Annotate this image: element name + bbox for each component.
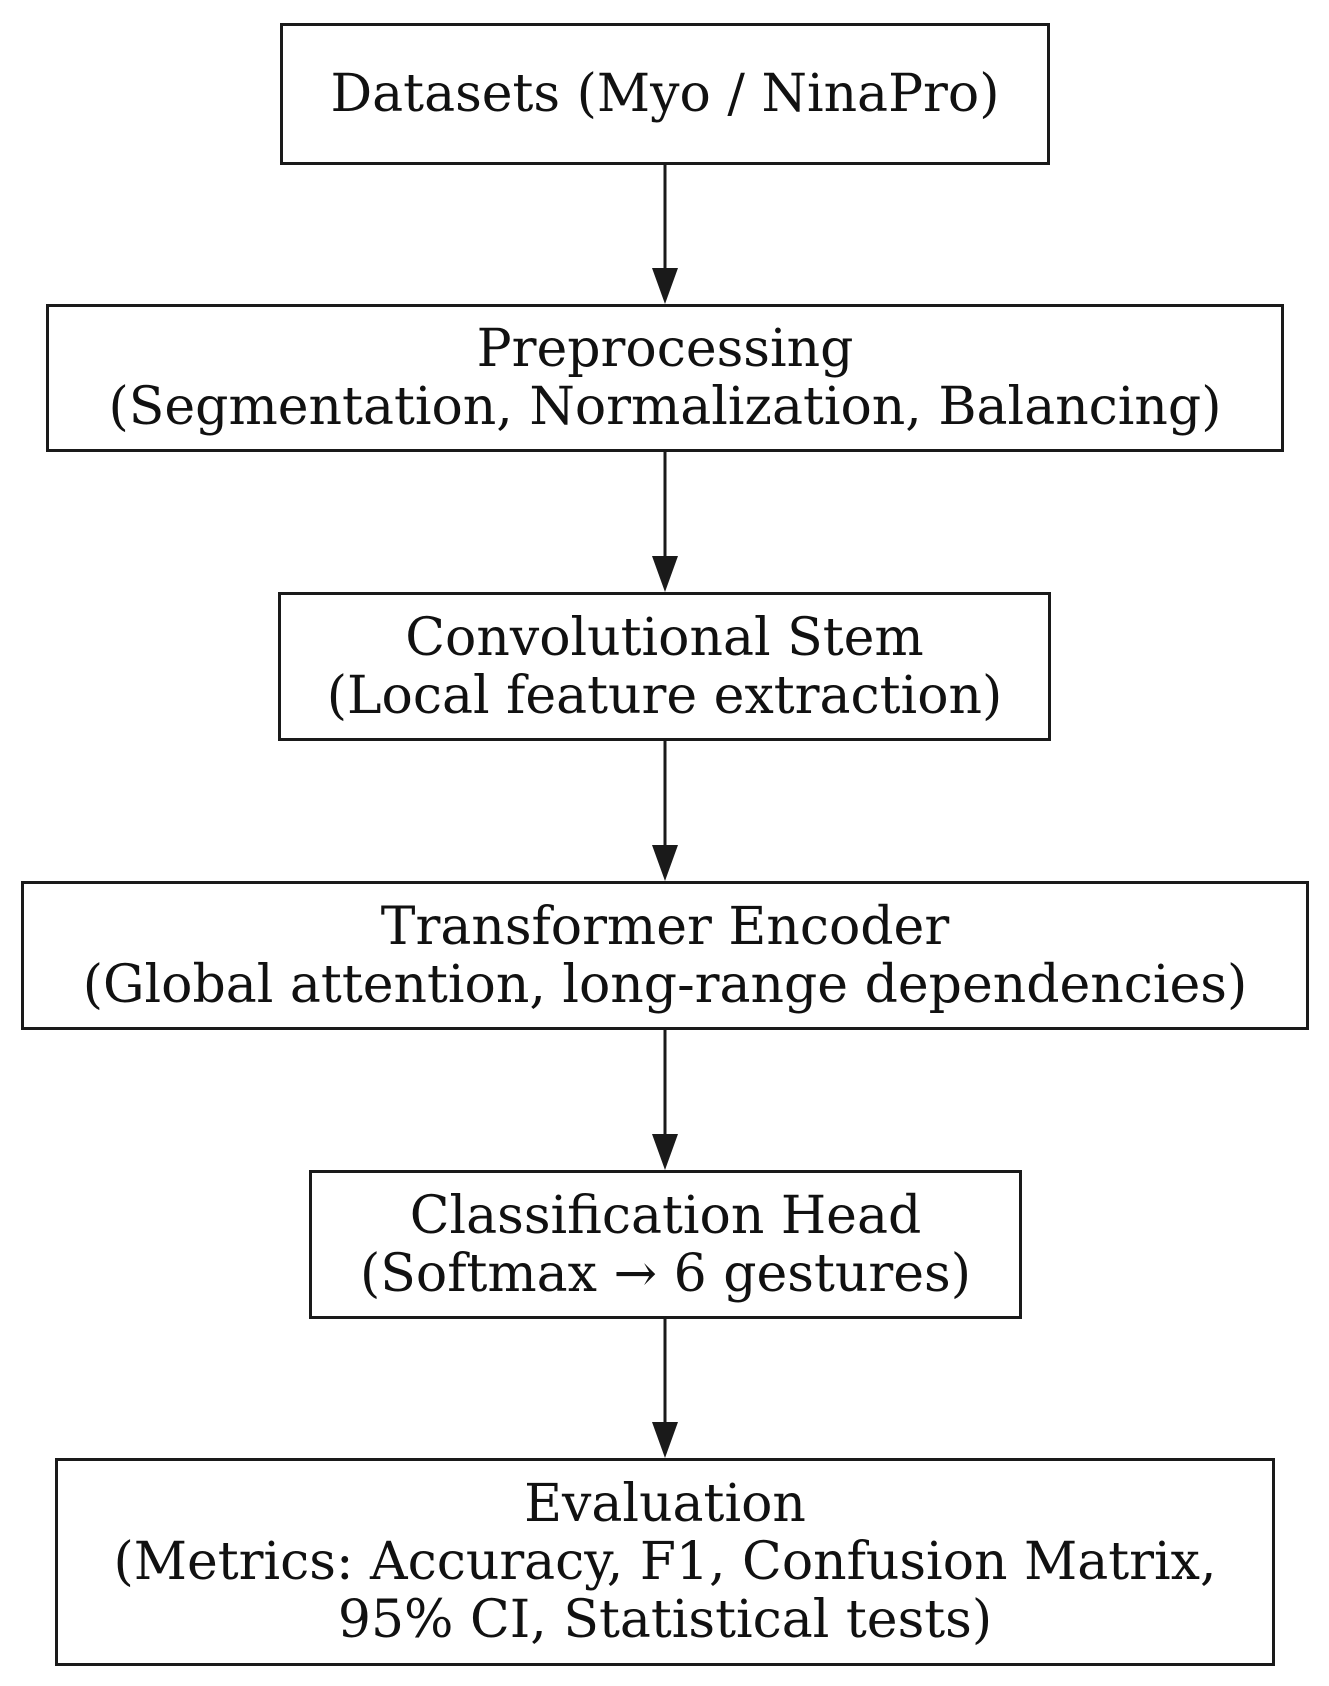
node-transformer: Transformer Encoder (Global attention, l…	[21, 881, 1309, 1030]
node-evaluation: Evaluation (Metrics: Accuracy, F1, Confu…	[55, 1458, 1275, 1666]
arrowhead-classification-to-evaluation	[652, 1422, 678, 1458]
node-datasets: Datasets (Myo / NinaPro)	[280, 23, 1050, 165]
node-evaluation-title: Evaluation	[524, 1474, 806, 1534]
arrowhead-conv-stem-to-transformer	[652, 845, 678, 881]
node-preprocessing: Preprocessing (Segmentation, Normalizati…	[46, 304, 1284, 452]
node-evaluation-detail: (Metrics: Accuracy, F1, Confusion Matrix…	[113, 1532, 1217, 1592]
arrowhead-datasets-to-preprocessing	[652, 268, 678, 304]
node-conv-stem-detail: (Local feature extraction)	[326, 665, 1003, 726]
node-preprocessing-title: Preprocessing	[476, 319, 854, 379]
node-classification-title: Classification Head	[409, 1185, 922, 1246]
arrowhead-preprocessing-to-conv-stem	[652, 556, 678, 592]
node-classification-detail: (Softmax → 6 gestures)	[360, 1243, 971, 1304]
node-transformer-title: Transformer Encoder	[380, 896, 950, 957]
node-preprocessing-detail: (Segmentation, Normalization, Balancing)	[108, 377, 1222, 437]
node-classification: Classification Head (Softmax → 6 gesture…	[309, 1170, 1022, 1319]
arrowhead-transformer-to-classification	[652, 1134, 678, 1170]
node-conv-stem-title: Convolutional Stem	[405, 607, 924, 668]
node-transformer-detail: (Global attention, long-range dependenci…	[82, 954, 1248, 1015]
node-evaluation-detail-2: 95% CI, Statistical tests)	[337, 1590, 993, 1650]
node-conv-stem: Convolutional Stem (Local feature extrac…	[278, 592, 1051, 741]
node-datasets-title: Datasets (Myo / NinaPro)	[330, 64, 1000, 124]
